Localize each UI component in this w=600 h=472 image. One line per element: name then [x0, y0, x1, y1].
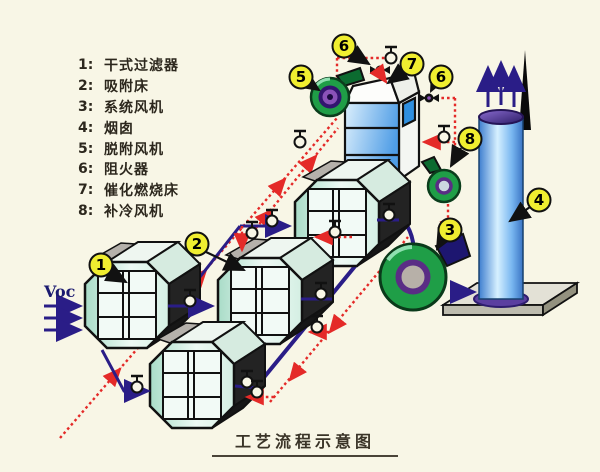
callout-arrows	[103, 45, 532, 284]
valve	[244, 220, 260, 240]
callout-circles: 1 2 3 4 5 6 7 6 8	[88, 33, 552, 278]
valve	[129, 374, 145, 394]
legend-item-6: 6:阻火器	[78, 161, 149, 179]
callout-1: 1	[88, 252, 114, 278]
svg-text:6: 6	[339, 37, 349, 55]
cooling-fan	[420, 155, 462, 204]
callout-6-side: 6	[428, 64, 454, 90]
legend-item-4: 4:烟囱	[78, 119, 134, 137]
callout-3: 3	[437, 217, 463, 243]
exhaust-arrows	[476, 60, 526, 107]
callout-6-top: 6	[331, 33, 357, 59]
legend-item-5: 5:脱附风机	[78, 140, 164, 158]
callout-7: 7	[399, 51, 425, 77]
to-tower-arrow	[369, 63, 388, 84]
callout-2: 2	[184, 231, 210, 257]
callout-8: 8	[457, 126, 483, 152]
callout-4: 4	[526, 187, 552, 213]
legend-item-7: 7:催化燃烧床	[78, 182, 179, 200]
valve	[436, 124, 452, 144]
svg-text:2: 2	[192, 235, 202, 253]
diagram-title: 工艺流程示意图	[212, 428, 398, 457]
legend-item-1: 1:干式过滤器	[78, 57, 179, 75]
svg-text:6: 6	[436, 68, 446, 86]
legend: 1:干式过滤器 2:吸附床 3:系统风机 4:烟囱 5:脱附风机 6:阻火器 7…	[78, 55, 179, 221]
svg-text:7: 7	[407, 55, 417, 73]
valve	[383, 45, 399, 65]
svg-text:3: 3	[445, 221, 455, 239]
valve	[264, 208, 280, 228]
legend-item-2: 2:吸附床	[78, 78, 149, 96]
flame-arrester-side	[419, 93, 439, 103]
svg-text:5: 5	[296, 68, 306, 86]
svg-text:8: 8	[465, 130, 475, 148]
flame-arrester-top	[370, 65, 390, 75]
legend-item-8: 8:补冷风机	[78, 202, 164, 220]
legend-item-3: 3:系统风机	[78, 98, 164, 116]
voc-inlet-label: Voc	[44, 282, 76, 301]
valve	[292, 129, 308, 149]
bed-feed-pipe	[194, 225, 242, 283]
callout-5: 5	[288, 64, 314, 90]
svg-text:1: 1	[96, 256, 106, 274]
system-fan	[378, 232, 472, 312]
svg-text:4: 4	[534, 191, 544, 209]
